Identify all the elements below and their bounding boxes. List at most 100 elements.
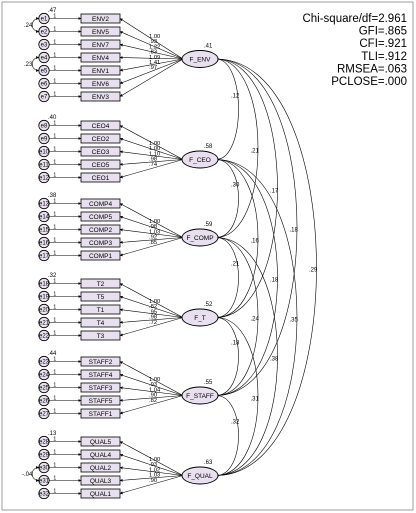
error-term-label: e24 [39, 373, 50, 379]
loading-label: .95 [149, 309, 157, 315]
error-term-e21 [38, 316, 50, 329]
loading-label: .85 [149, 240, 157, 246]
loading-label: 1.09 [149, 55, 160, 61]
latent-factor-label: F_ENV [190, 56, 212, 63]
factor-covariance-label: .30 [231, 183, 240, 189]
error-term-e29 [38, 448, 50, 461]
factor-covariance-arc [215, 57, 317, 477]
loading-path [119, 395, 184, 402]
error-term-label: e11 [39, 163, 49, 169]
indicator-label: COMP1 [89, 253, 113, 260]
loading-path [119, 228, 184, 238]
latent-factor-f_env [181, 50, 219, 68]
indicator-label: CEO1 [92, 175, 110, 182]
factor-variance-label: .52 [204, 302, 213, 308]
fixed-path-label: 1 [53, 356, 56, 362]
fixed-path-label: 1 [53, 159, 56, 165]
fixed-path-label: 1 [53, 462, 56, 468]
loading-path [119, 125, 184, 160]
error-term-e6 [38, 77, 50, 90]
loading-label: 1.04 [149, 387, 161, 393]
loading-path [119, 395, 184, 415]
error-term-e15 [38, 223, 50, 236]
error-term-e12 [38, 171, 50, 184]
fixed-path-label: 1 [53, 304, 56, 310]
loading-path [119, 18, 184, 60]
factor-covariance-label: .18 [270, 278, 279, 284]
fit-index: Chi-square/df=2.961 [302, 13, 407, 25]
factor-variance-label: .59 [204, 222, 213, 228]
indicator-label: ENV7 [92, 42, 109, 49]
indicator-label: QUAL5 [90, 439, 112, 446]
error-variance-label: .32 [48, 273, 57, 279]
error-term-label: e29 [39, 453, 50, 459]
fixed-path-label: 1 [53, 224, 56, 230]
loading-label: .98 [149, 157, 157, 163]
error-term-e25 [38, 381, 50, 394]
loading-label: .90 [149, 393, 157, 399]
error-term-label: e2 [41, 30, 48, 36]
error-term-label: e31 [39, 479, 50, 485]
indicator-label: QUAL3 [90, 478, 112, 485]
indicator-label: STAFF4 [89, 372, 113, 379]
error-term-label: e6 [41, 82, 48, 88]
indicator-label: STAFF2 [89, 359, 113, 366]
error-term-e10 [38, 145, 50, 158]
error-variance-label: .40 [48, 115, 57, 121]
latent-factor-label: F_STAFF [186, 393, 214, 400]
error-variance-label: .13 [48, 431, 57, 437]
error-term-e14 [38, 210, 50, 223]
loading-path [119, 317, 184, 337]
factor-variance-label: .63 [204, 460, 213, 466]
error-term-label: e7 [41, 95, 48, 101]
fixed-path-label: 1 [53, 475, 56, 481]
error-term-e18 [38, 277, 50, 290]
indicator-label: QUAL4 [90, 452, 112, 459]
error-term-e23 [38, 355, 50, 368]
factor-variance-label: .55 [204, 380, 213, 386]
indicator-label: T4 [97, 320, 105, 327]
loading-path [119, 159, 184, 179]
loading-path [119, 43, 184, 60]
indicator-label: COMP3 [89, 240, 113, 247]
factor-covariance-arc [215, 236, 259, 397]
factor-variance-label: .58 [204, 144, 213, 150]
error-term-label: e3 [41, 43, 48, 49]
loading-label: .97 [149, 65, 157, 71]
error-covariance-arc [31, 56, 40, 72]
error-term-e8 [38, 119, 50, 132]
indicator-label: COMP4 [89, 201, 113, 208]
factor-covariance-label: .21 [251, 148, 260, 154]
error-covariance-arc [31, 466, 40, 482]
error-term-label: e10 [39, 150, 50, 156]
error-variance-label: .44 [48, 351, 57, 357]
factor-covariance-label: .16 [251, 239, 260, 245]
error-term-label: e1 [41, 17, 48, 23]
error-term-label: e17 [39, 254, 50, 260]
fixed-path-label: 1 [53, 78, 56, 84]
error-term-e19 [38, 290, 50, 303]
fixed-path-label: 1 [53, 146, 56, 152]
fixed-path-label: 1 [53, 250, 56, 256]
error-term-e9 [38, 132, 50, 145]
loading-label: .74 [149, 162, 158, 168]
loading-path [119, 31, 184, 60]
error-term-e22 [38, 329, 50, 342]
loading-label: .82 [149, 398, 157, 404]
loading-path [119, 58, 184, 72]
loading-label: .92 [149, 235, 157, 241]
indicator-label: T5 [97, 294, 105, 301]
indicator-label: T1 [97, 307, 105, 314]
indicator-label: COMP2 [89, 227, 113, 234]
indicator-label: STAFF5 [89, 398, 113, 405]
fixed-path-label: 1 [53, 382, 56, 388]
indicator-label: STAFF1 [89, 411, 113, 418]
indicator-label: ENV3 [92, 94, 109, 101]
fixed-path-label: 1 [53, 120, 56, 126]
factor-covariance-label: .18 [290, 227, 299, 233]
error-term-e13 [38, 197, 50, 210]
error-term-e11 [38, 158, 50, 171]
